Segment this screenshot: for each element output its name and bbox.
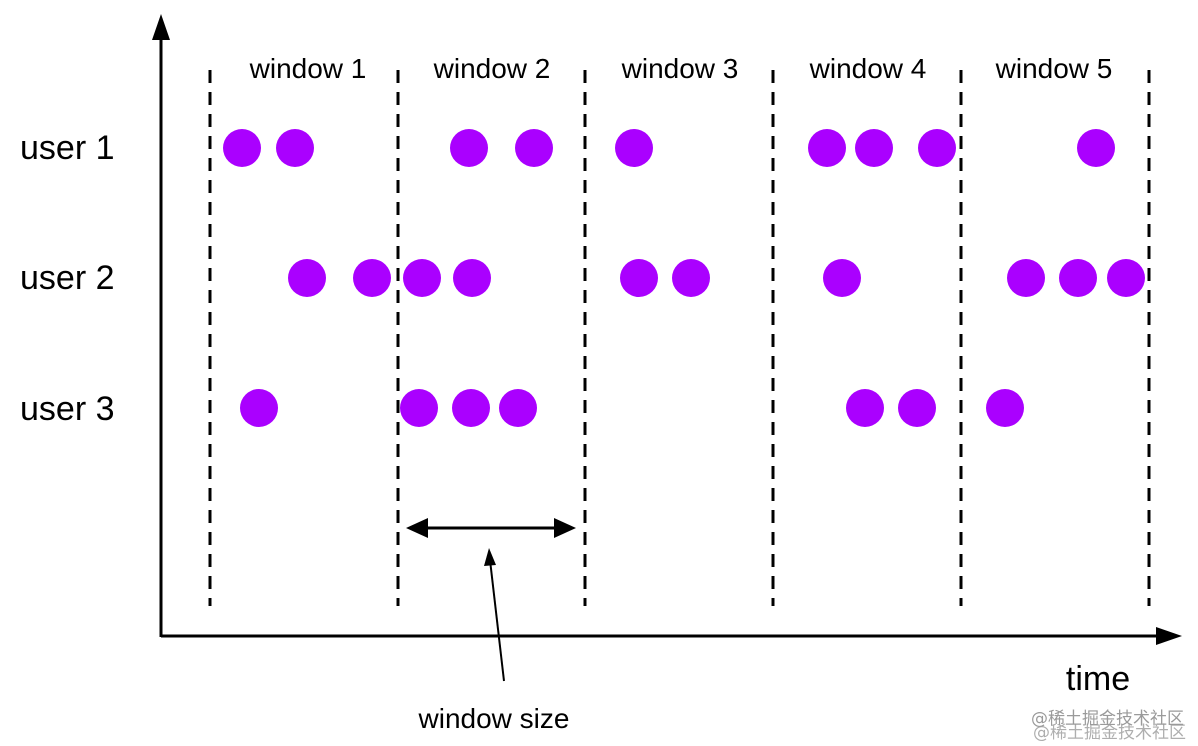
- event-dot: [288, 259, 326, 297]
- event-dot: [453, 259, 491, 297]
- window-label: window 5: [995, 53, 1113, 84]
- event-dot: [823, 259, 861, 297]
- event-dot: [672, 259, 710, 297]
- event-dot: [986, 389, 1024, 427]
- event-dot: [1059, 259, 1097, 297]
- window-label: window 3: [621, 53, 739, 84]
- event-dot: [276, 129, 314, 167]
- arrow-right-icon: [554, 518, 576, 538]
- event-dot: [855, 129, 893, 167]
- watermark: @稀土掘金技术社区: [1031, 709, 1184, 729]
- event-dot: [400, 389, 438, 427]
- user-label: user 2: [20, 259, 115, 297]
- event-dot: [515, 129, 553, 167]
- event-dot: [918, 129, 956, 167]
- event-dot: [452, 389, 490, 427]
- event-dot: [240, 389, 278, 427]
- user-2-events: [288, 259, 1145, 297]
- pointer-line: [489, 559, 505, 682]
- x-axis-arrow-icon: [1156, 627, 1182, 645]
- event-dot: [1107, 259, 1145, 297]
- user-label: user 3: [20, 390, 115, 428]
- user-labels: user 1 user 2 user 3: [20, 129, 115, 428]
- watermark: @稀土掘金技术社区: [1033, 723, 1186, 743]
- pointer-arrow-icon: [484, 548, 496, 566]
- arrow-left-icon: [406, 518, 428, 538]
- user-1-events: [223, 129, 1115, 167]
- event-dot: [1077, 129, 1115, 167]
- event-dot: [353, 259, 391, 297]
- window-labels: window 1 window 2 window 3 window 4 wind…: [249, 53, 1113, 84]
- window-boundaries: [208, 70, 1151, 606]
- window-size-label: window size: [418, 703, 570, 734]
- y-axis-arrow-icon: [152, 14, 170, 40]
- event-dot: [808, 129, 846, 167]
- window-size-indicator: [406, 518, 576, 682]
- event-dot: [846, 389, 884, 427]
- event-dot: [450, 129, 488, 167]
- user-label: user 1: [20, 129, 115, 167]
- window-label: window 4: [809, 53, 927, 84]
- event-dot: [223, 129, 261, 167]
- event-dot: [1007, 259, 1045, 297]
- event-dot: [620, 259, 658, 297]
- event-dot: [403, 259, 441, 297]
- window-label: window 2: [433, 53, 551, 84]
- event-dot: [615, 129, 653, 167]
- user-3-events: [240, 389, 1024, 427]
- window-label: window 1: [249, 53, 367, 84]
- x-axis-label: time: [1066, 660, 1130, 698]
- event-dot: [499, 389, 537, 427]
- event-dot: [898, 389, 936, 427]
